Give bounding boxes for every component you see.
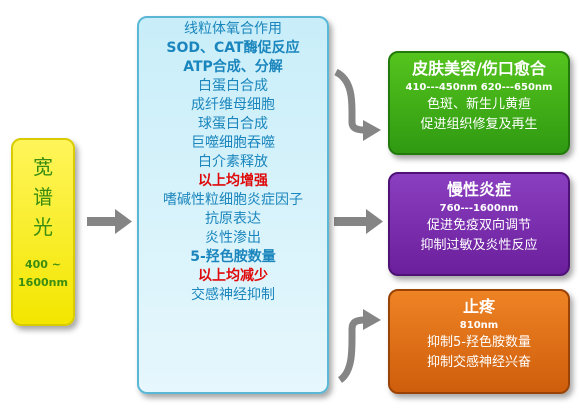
broad-spectrum-title: 宽 谱 光 (13, 152, 73, 242)
title-char-1: 宽 (33, 155, 53, 179)
chronic-inflammation-line: 促进免疫双向调节 (426, 218, 531, 233)
pain-relief-line: 抑制5-羟色胺数量 (427, 335, 531, 350)
arrow-left-to-center-shaft (87, 217, 117, 226)
mechanism-line: ATP合成、分解 (183, 59, 283, 75)
arrow-center-to-purple-shaft (334, 217, 368, 226)
enhanced-note: 以上均增强 (198, 173, 268, 189)
skin-wound-title: 皮肤美容/伤口愈合 (412, 59, 546, 78)
arrow-center-to-orange-head (363, 309, 381, 330)
skin-wound-range: 410---450nm 620---650nm (405, 82, 553, 93)
skin-wound-line: 促进组织修复及再生 (420, 117, 538, 132)
chronic-inflammation-title: 慢性炎症 (446, 180, 511, 199)
pain-relief-box: 止疼 810nm 抑制5-羟色胺数量 抑制交感神经兴奋 (388, 289, 570, 394)
skin-wound-box: 皮肤美容/伤口愈合 410---450nm 620---650nm 色斑、新生儿… (388, 51, 570, 155)
mechanism-box: 线粒体氧合作用 SOD、CAT酶促反应 ATP合成、分解 白蛋白合成 成纤维母细… (137, 16, 329, 394)
arrow-center-to-green-shaft (334, 68, 366, 134)
mechanism-line: 成纤维母细胞 (191, 97, 275, 113)
mechanism-line: 白蛋白合成 (198, 78, 268, 94)
mechanism-line: 白介素释放 (198, 154, 268, 170)
chronic-inflammation-range: 760---1600nm (439, 203, 519, 214)
mechanism-line: 巨噬细胞吞噬 (191, 135, 275, 151)
title-char-3: 光 (33, 215, 53, 239)
arrow-center-to-purple-head (366, 209, 383, 234)
mechanism-line: 交感神经抑制 (191, 287, 275, 303)
mechanism-line: 抗原表达 (205, 211, 261, 227)
chronic-inflammation-line: 抑制过敏及炎性反应 (420, 238, 538, 253)
arrow-center-to-green-head (363, 120, 381, 141)
title-char-2: 谱 (33, 185, 53, 209)
broad-spectrum-box: 宽 谱 光 400 ~ 1600nm (11, 138, 75, 326)
mechanism-line: 炎性渗出 (205, 230, 261, 246)
broad-spectrum-range: 400 ~ 1600nm (13, 256, 73, 292)
range-line-2: 1600nm (18, 276, 68, 289)
chronic-inflammation-box: 慢性炎症 760---1600nm 促进免疫双向调节 抑制过敏及炎性反应 (388, 172, 570, 276)
arrow-center-to-orange-shaft (337, 316, 366, 383)
mechanism-line: SOD、CAT酶促反应 (166, 40, 300, 56)
pain-relief-line: 抑制交感神经兴奋 (426, 355, 531, 370)
skin-wound-line: 色斑、新生儿黄疸 (426, 97, 531, 112)
pain-relief-range: 810nm (459, 320, 499, 331)
arrow-left-to-center-head (115, 209, 132, 234)
mechanism-line: 5-羟色胺数量 (190, 249, 276, 265)
pain-relief-title: 止疼 (462, 297, 495, 316)
mechanism-line: 线粒体氧合作用 (184, 21, 282, 37)
mechanism-line: 嗜碱性粒细胞炎症因子 (163, 192, 303, 208)
mechanism-line: 球蛋白合成 (198, 116, 268, 132)
reduced-note: 以上均减少 (198, 268, 268, 284)
range-line-1: 400 ~ (24, 258, 61, 271)
